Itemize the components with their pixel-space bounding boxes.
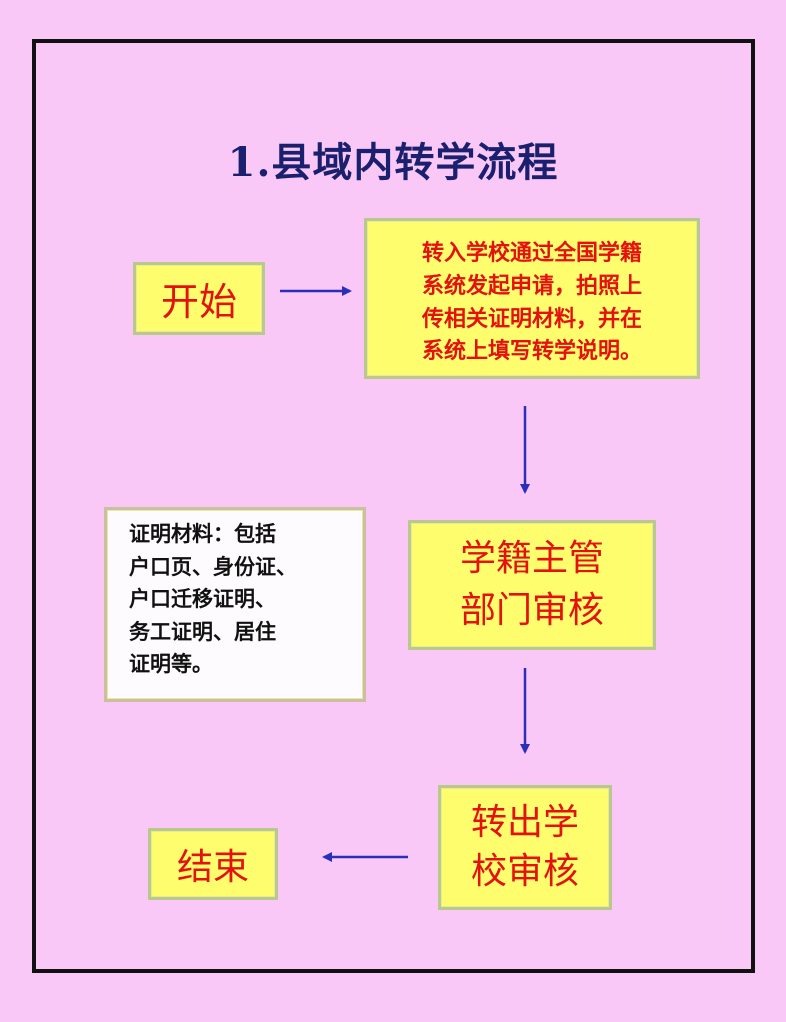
apply-node: 转入学校通过全国学籍 系统发起申请，拍照上 传相关证明材料，并在 系统上填写转学… <box>364 218 700 379</box>
diagram-frame <box>32 39 755 973</box>
end-node: 结束 <box>148 828 278 900</box>
start-node: 开始 <box>133 262 265 335</box>
materials-note: 证明材料：包括 户口页、身份证、 户口迁移证明、 务工证明、居住 证明等。 <box>104 507 366 702</box>
review-node: 学籍主管 部门审核 <box>408 520 656 650</box>
diagram-title: 1.县域内转学流程 <box>227 139 559 186</box>
out-school-review-node: 转出学 校审核 <box>438 785 612 910</box>
